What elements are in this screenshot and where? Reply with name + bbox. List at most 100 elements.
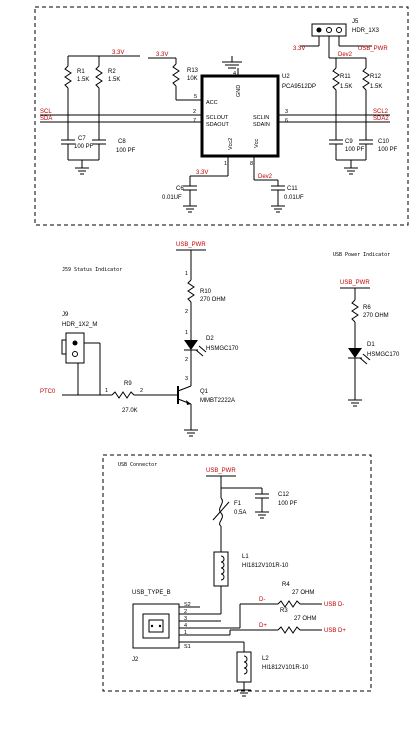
c8-capacitor: C8 100 PF xyxy=(116,139,136,154)
svg-text:1: 1 xyxy=(184,630,187,636)
net-scl: SCL xyxy=(40,109,52,115)
r3-ref: R3 xyxy=(280,608,288,614)
svg-text:1.5K: 1.5K xyxy=(340,84,352,90)
l2-part: HI1812V101R-10 xyxy=(262,665,309,671)
svg-text:R11: R11 xyxy=(340,74,351,80)
svg-text:3.3V: 3.3V xyxy=(196,170,208,176)
j9-header xyxy=(65,332,85,364)
usb-pwr-net: USB_PWR xyxy=(206,468,236,474)
j2-ref: J2 xyxy=(132,657,139,663)
l1-ref: L1 xyxy=(242,554,249,560)
net-3v3-label: 3.3V xyxy=(112,50,124,56)
svg-text:100 PF: 100 PF xyxy=(74,144,94,150)
svg-text:R2: R2 xyxy=(108,69,116,75)
u2-part: PCA9512DP xyxy=(282,84,316,90)
i2c-section-border xyxy=(34,6,409,226)
svg-text:C10: C10 xyxy=(378,139,390,145)
svg-text:C8: C8 xyxy=(118,139,126,145)
q1-part: MMBT2222A xyxy=(200,398,235,404)
d2-led xyxy=(184,340,198,350)
svg-text:SDAOUT: SDAOUT xyxy=(206,122,230,128)
f1-ref: F1 xyxy=(234,501,242,507)
ptc0-net: PTC0 xyxy=(40,389,56,395)
usb-power-indicator-section: USB Power Indicator USB_PWR R6 270 OHM D… xyxy=(333,252,400,407)
svg-text:R13: R13 xyxy=(187,68,199,74)
svg-text:7: 7 xyxy=(193,118,196,124)
svg-text:Dev2: Dev2 xyxy=(258,174,273,180)
svg-text:6: 6 xyxy=(285,118,288,124)
d1-ref: D1 xyxy=(367,342,375,348)
status-usb-pwr-net: USB_PWR xyxy=(176,242,206,248)
j2-part: USB_TYPE_B xyxy=(132,590,171,596)
r13-resistor: R13 10K xyxy=(187,68,199,82)
j2-pin-numbers: S2 2 3 4 1 S1 xyxy=(184,602,191,650)
svg-text:SDAIN: SDAIN xyxy=(253,122,270,128)
usb-connector-section: USB Connector USB_PWR F1 0.5A C12 100 PF… xyxy=(102,454,372,697)
svg-text:C11: C11 xyxy=(287,186,298,192)
status-pin-numbers: 1 2 1 2 1 2 3 xyxy=(105,271,188,394)
svg-text:3.3V: 3.3V xyxy=(293,46,305,52)
svg-text:1.5K: 1.5K xyxy=(77,77,89,83)
d1-led xyxy=(348,348,362,358)
r4-ref: R4 xyxy=(282,582,290,588)
usb-section-title: USB Connector xyxy=(118,462,157,468)
svg-text:Vcc: Vcc xyxy=(254,139,260,148)
svg-text:1: 1 xyxy=(185,271,188,277)
svg-text:2: 2 xyxy=(185,309,188,315)
svg-text:3.3V: 3.3V xyxy=(156,52,168,58)
svg-text:SCLIN: SCLIN xyxy=(253,115,269,121)
r9-value: 27.0K xyxy=(122,408,138,414)
r9-ref: R9 xyxy=(124,381,132,387)
svg-text:1: 1 xyxy=(105,388,108,394)
j5-part: HDR_1X3 xyxy=(352,28,380,34)
svg-text:8: 8 xyxy=(250,161,253,167)
power-usb-pwr-net: USB_PWR xyxy=(340,280,370,286)
net-scl2: SCL2 xyxy=(373,109,389,115)
svg-text:2: 2 xyxy=(184,609,187,615)
d-minus-net: D- xyxy=(259,597,265,603)
c10-capacitor: C10 100 PF xyxy=(378,139,398,153)
f1-value: 0.5A xyxy=(234,510,246,516)
usb-power-section-title: USB Power Indicator xyxy=(333,252,390,258)
r4-value: 27 OHM xyxy=(292,590,314,596)
svg-text:100 PF: 100 PF xyxy=(345,147,365,153)
q1-ref: Q1 xyxy=(200,389,209,395)
c9-capacitor: C9 100 PF xyxy=(345,139,365,153)
svg-text:10K: 10K xyxy=(187,76,198,82)
svg-text:4: 4 xyxy=(184,623,187,629)
svg-text:0.01UF: 0.01UF xyxy=(162,195,182,201)
r3-value: 27 OHM xyxy=(294,616,316,622)
svg-text:4: 4 xyxy=(233,71,236,77)
svg-text:5: 5 xyxy=(194,94,197,100)
svg-text:3: 3 xyxy=(285,109,288,115)
d2-ref: D2 xyxy=(206,336,214,342)
status-indicator-section: J59 Status Indicator USB_PWR R10 270 OHM… xyxy=(40,242,239,437)
c12-ref: C12 xyxy=(278,492,290,498)
u2-ref: U2 xyxy=(282,74,290,80)
svg-text:GND: GND xyxy=(236,85,242,97)
d-plus-net: D+ xyxy=(259,623,267,629)
u2-pins: ACC SCLOUT SDAOUT SCLIN SDAIN GND Vcc2 V… xyxy=(193,71,288,167)
j5-ref: J5 xyxy=(352,19,359,25)
u2-ic xyxy=(200,74,280,158)
svg-text:USB_PWR: USB_PWR xyxy=(358,46,388,52)
j59-section-title: J59 Status Indicator xyxy=(62,267,122,273)
svg-text:Dev2: Dev2 xyxy=(338,52,353,58)
r6-value: 270 OHM xyxy=(363,313,389,319)
svg-text:C9: C9 xyxy=(345,139,353,145)
svg-text:3: 3 xyxy=(184,616,187,622)
usb-d-minus-net: USB D- xyxy=(324,602,344,608)
r2-resistor: R2 1.5K xyxy=(108,69,120,83)
svg-text:2: 2 xyxy=(193,109,196,115)
r10-value: 270 OHM xyxy=(200,297,226,303)
l2-ref: L2 xyxy=(262,656,269,662)
usb-d-plus-net: USB D+ xyxy=(324,628,346,634)
f1-fuse xyxy=(219,497,223,527)
r1-resistor: R1 1.5K xyxy=(77,69,89,83)
net-sda: SDA xyxy=(40,116,52,122)
svg-text:100 PF: 100 PF xyxy=(378,147,398,153)
c11-capacitor: C11 0.01UF xyxy=(284,186,304,201)
j2-connector xyxy=(132,603,180,649)
svg-text:R12: R12 xyxy=(370,74,382,80)
